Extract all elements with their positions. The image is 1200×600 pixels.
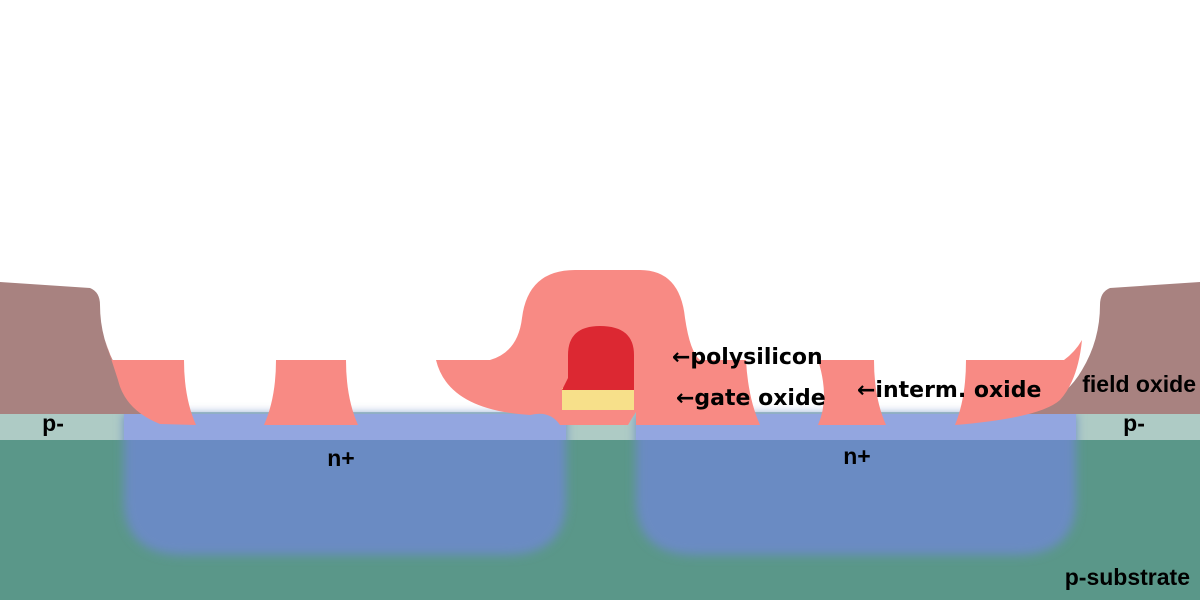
- field-oxide-left: [0, 282, 175, 414]
- label-p-minus-right: p-: [1123, 410, 1145, 436]
- n-plus-well-left: [124, 414, 566, 555]
- interm-oxide-segment-1: [105, 340, 196, 425]
- gate-oxide: [562, 388, 634, 410]
- label-n-plus-right: n+: [843, 443, 870, 469]
- label-field-oxide: field oxide: [1082, 371, 1196, 397]
- field-oxide-right: [1025, 282, 1200, 414]
- label-gate-oxide: ←gate oxide: [676, 386, 826, 411]
- label-p-substrate: p-substrate: [1065, 564, 1190, 590]
- polysilicon-spacer: [562, 378, 568, 390]
- polysilicon-gate: [568, 326, 634, 390]
- label-p-minus-left: p-: [42, 410, 64, 436]
- n-plus-surface-left: [124, 414, 566, 440]
- interm-oxide-segment-4: [818, 360, 886, 425]
- interm-oxide-segment-2: [264, 360, 358, 425]
- label-polysilicon: ←polysilicon: [672, 345, 823, 370]
- label-n-plus-left: n+: [327, 445, 354, 471]
- label-interm-oxide: ←interm. oxide: [857, 378, 1041, 403]
- interm-oxide-segment-5: [955, 340, 1082, 425]
- n-plus-well-right: [636, 414, 1076, 555]
